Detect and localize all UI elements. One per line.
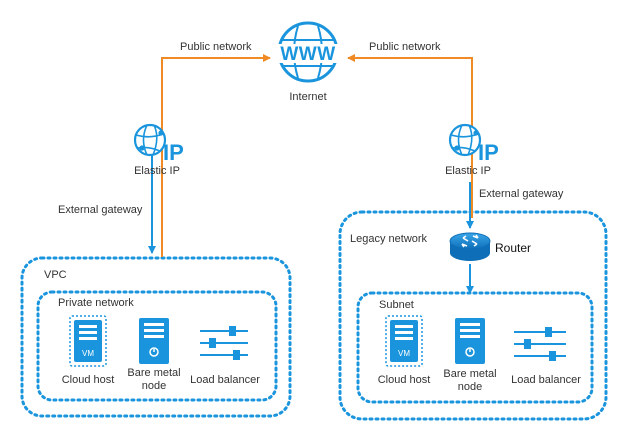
bare-metal-label-subnet-line2: node [457, 381, 483, 393]
elastic-ip-label-right: Elastic IP [445, 165, 491, 177]
subnet-container [356, 291, 594, 404]
router-label: Router [495, 241, 532, 255]
bare-metal-label-vpc-line1: Bare metal [127, 367, 181, 379]
public-network-link-right [347, 54, 473, 218]
public-network-label-left: Public network [180, 41, 252, 53]
bare-metal-server-icon-vpc [139, 318, 169, 364]
elastic-ip-icon-left: IP [133, 123, 184, 165]
ip-glyph-left: IP [163, 140, 184, 165]
load-balancer-label-vpc: Load balancer [190, 374, 260, 386]
cloud-host-label-vpc: Cloud host [61, 374, 115, 386]
vm-badge: VM [82, 349, 94, 358]
internet-label: Internet [289, 91, 327, 103]
external-gateway-label-left: External gateway [58, 204, 143, 216]
elastic-ip-icon-right: IP [448, 123, 499, 165]
cloud-host-vm-icon-vpc: VM [69, 315, 107, 367]
external-gateway-label-right: External gateway [479, 188, 564, 200]
vpc-container [20, 256, 292, 418]
bare-metal-label-subnet-line1: Bare metal [443, 368, 497, 380]
public-network-label-right: Public network [369, 41, 441, 53]
load-balancer-sliders-icon-subnet [514, 327, 566, 361]
vm-badge: VM [398, 349, 410, 358]
load-balancer-sliders-icon-vpc [200, 326, 248, 360]
private-network-container [36, 290, 278, 402]
elastic-ip-label-left: Elastic IP [134, 165, 180, 177]
private-network-label: Private network [58, 297, 134, 309]
router-icon [449, 232, 491, 261]
bare-metal-server-icon-subnet [455, 318, 485, 364]
cloud-host-label-subnet: Cloud host [377, 374, 431, 386]
public-network-link-left [161, 54, 271, 257]
www-glyph: WWW [280, 44, 335, 65]
bare-metal-label-vpc-line2: node [141, 380, 167, 392]
www-globe-icon: WWW [274, 21, 342, 83]
load-balancer-label-subnet: Load balancer [511, 374, 581, 386]
ip-glyph-right: IP [478, 140, 499, 165]
cloud-host-vm-icon-subnet: VM [385, 315, 423, 367]
vpc-label: VPC [44, 269, 67, 281]
subnet-label: Subnet [379, 299, 414, 311]
legacy-network-label: Legacy network [350, 233, 428, 245]
